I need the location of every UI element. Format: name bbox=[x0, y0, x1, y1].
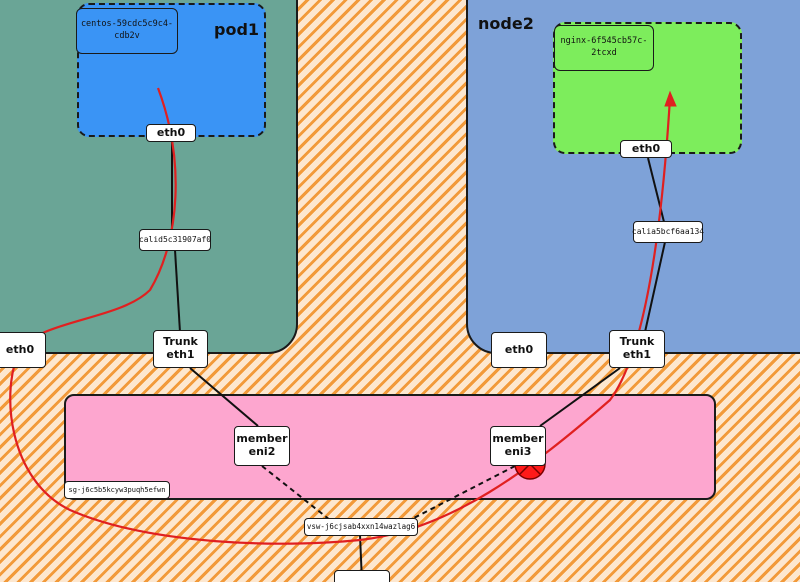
dashed-eni3-vsw bbox=[409, 465, 516, 521]
member-eni3-line2: eni3 bbox=[504, 445, 532, 458]
member-eni2-box: member eni2 bbox=[234, 426, 290, 466]
member-eni3-box: member eni3 bbox=[490, 426, 546, 466]
wire-trunk1-eni2 bbox=[189, 367, 259, 427]
node2-eth0-box: eth0 bbox=[491, 332, 547, 368]
node2-cali-box: calia5bcf6aa134 bbox=[632, 221, 704, 243]
traffic-route-path bbox=[9, 87, 672, 545]
node1-trunk-box: Trunk eth1 bbox=[153, 330, 208, 368]
node1-trunk-line1: Trunk bbox=[163, 335, 198, 349]
pod1-eth0-box: eth0 bbox=[146, 124, 196, 142]
wire-cali-trunk1 bbox=[174, 249, 181, 333]
node1-eth0-box: eth0 bbox=[0, 332, 46, 368]
pod2-name: nginx-6f545cb57c- 2tcxd bbox=[554, 25, 654, 71]
dashed-eni2-vsw bbox=[261, 465, 331, 521]
vswitch-box: vsw-j6cjsab4xxn14wazlag6 bbox=[304, 518, 418, 536]
security-group-box: sg-j6c5b5kcyw3puqh5efwn bbox=[64, 481, 170, 499]
node2-title: node2 bbox=[478, 14, 534, 33]
pod1-label: pod1 bbox=[214, 20, 260, 39]
route-arrowhead bbox=[664, 90, 677, 107]
pod1-name-line2: cdb2v bbox=[114, 31, 140, 41]
bottom-box bbox=[334, 570, 390, 582]
node1-trunk-line2: eth1 bbox=[166, 348, 195, 361]
vpc-container bbox=[64, 394, 716, 500]
pod1-name-line1: centos-59cdc5c9c4- bbox=[80, 19, 174, 30]
pod1-name: centos-59cdc5c9c4- cdb2v bbox=[76, 8, 178, 54]
node2-trunk-line1: Trunk bbox=[619, 335, 655, 349]
node2-trunk-line2: eth1 bbox=[622, 348, 652, 361]
pod2-name-line2: 2tcxd bbox=[591, 48, 617, 58]
member-eni3-line1: member bbox=[492, 432, 544, 446]
node1-cali-box: calid5c31907af0 bbox=[139, 229, 211, 251]
member-eni2-line2: eni2 bbox=[248, 445, 276, 458]
pod2-name-line1: nginx-6f545cb57c- bbox=[560, 36, 648, 47]
node2-trunk-box: Trunk eth1 bbox=[609, 330, 665, 368]
pod2-eth0-box: eth0 bbox=[620, 140, 672, 158]
wire-pod2-cali bbox=[647, 157, 665, 223]
wire-cali-trunk2 bbox=[644, 241, 666, 333]
member-eni2-line1: member bbox=[236, 432, 288, 446]
wire-trunk2-eni3 bbox=[539, 367, 621, 427]
